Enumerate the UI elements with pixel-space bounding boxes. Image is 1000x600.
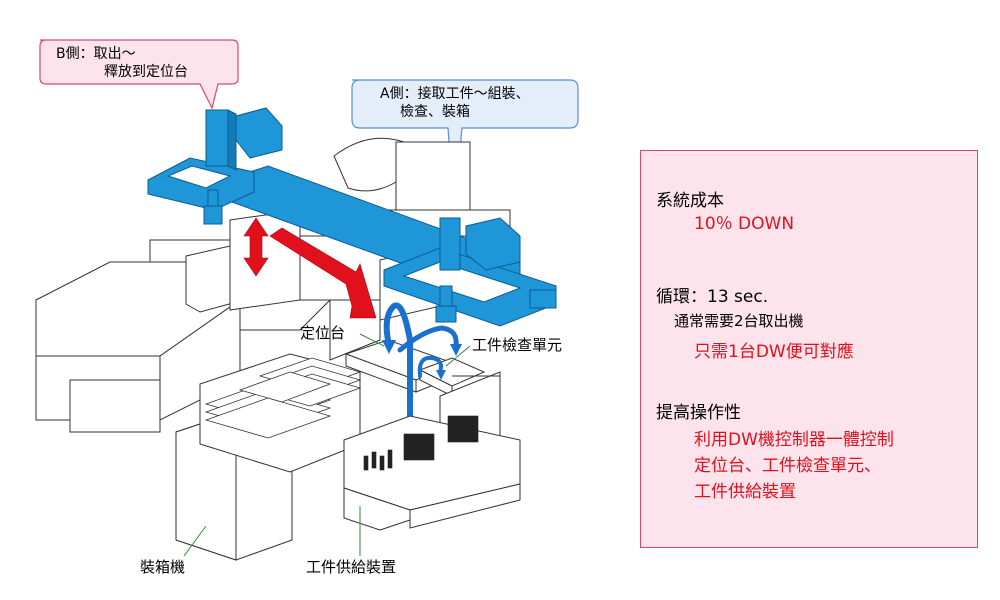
label-positioning-table: 定位台 [300,324,346,342]
boxing-machine [175,353,362,561]
label-inspection-unit: 工件檢查單元 [472,336,563,354]
cycle-title: 循環：13 sec. [656,287,769,307]
label-boxing-machine: 裝箱機 [140,558,186,576]
callout-b-line2: 釋放到定位台 [104,64,188,80]
callout-b-line1: B側：取出～ [56,46,136,62]
blue-transfer-arrows [382,302,462,453]
operability-title: 提高操作性 [656,403,741,423]
take-out-robot [147,107,557,327]
label-supply-device: 工件供給裝置 [306,558,397,576]
leader-lines [183,333,471,557]
callout-a-line1: A側：接取工件～組裝、 [380,86,530,102]
operability-result-line2: 定位台、工件檢查單元、 [694,456,881,476]
red-transfer-arrow [269,227,377,319]
callout-a-line2: 檢查、裝箱 [400,104,470,120]
workpiece-supply-device [343,375,521,531]
cycle-result: 只需1台DW便可對應 [694,342,854,362]
red-vertical-arrow [243,217,269,277]
cost-title: 系統成本 [656,191,724,211]
operability-result-line1: 利用DW機控制器一體控制 [694,430,894,450]
callout-b-side [39,39,239,110]
cost-result: 10％ DOWN [694,214,795,234]
operability-result-line3: 工件供給裝置 [694,482,796,502]
cycle-note: 通常需要2台取出機 [674,312,804,330]
benefits-panel [640,150,978,548]
